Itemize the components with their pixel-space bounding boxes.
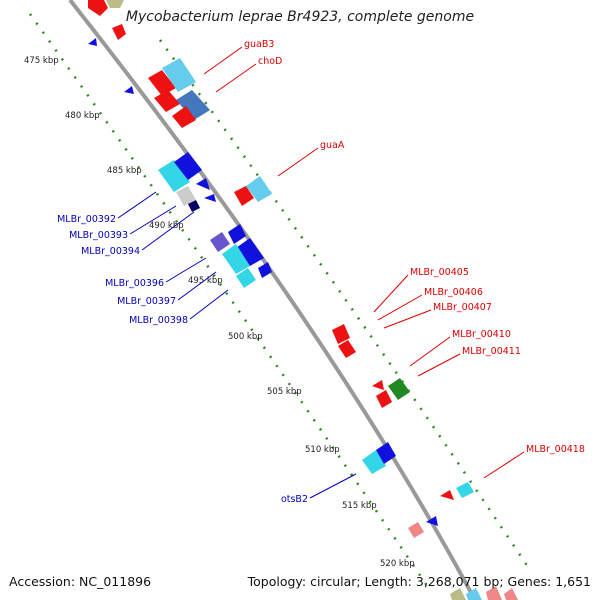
gene-label: MLBr_00396 (105, 278, 164, 289)
leader-line (203, 46, 243, 75)
gene-feature (158, 160, 190, 192)
leader-line (373, 274, 409, 313)
gene-label: MLBr_00394 (81, 246, 140, 257)
tick-label: 475 kbp (24, 56, 59, 66)
leader-line (483, 451, 525, 479)
gene-label: MLBr_00397 (117, 296, 176, 307)
tick-label: 490 kbp (149, 221, 184, 231)
leader-line (277, 147, 319, 177)
label-leader-lines (117, 46, 525, 499)
gene-labels-left: MLBr_00392MLBr_00393MLBr_00394MLBr_00396… (57, 214, 308, 505)
leader-line (409, 336, 451, 367)
gene-feature (372, 380, 384, 390)
gene-labels-right: guaB3 choD guaA MLBr_00405MLBr_00406MLBr_00… (244, 39, 585, 455)
gene-feature (426, 516, 438, 526)
gene-feature (376, 390, 392, 408)
gene-feature (258, 262, 272, 278)
gene-feature (124, 86, 134, 94)
gene-feature (338, 340, 356, 358)
gene-feature (504, 588, 518, 600)
tick-label: 515 kbp (342, 501, 377, 511)
gene-feature (174, 152, 202, 180)
gene-feature (112, 24, 126, 40)
gene-feature (408, 522, 424, 538)
leader-line (177, 271, 217, 301)
gene-feature (188, 200, 200, 212)
gene-feature (162, 58, 196, 92)
gene-label: guaB3 (244, 39, 274, 50)
gene-label: choD (258, 56, 282, 67)
map-title: Mycobacterium leprae Br4923, complete ge… (125, 9, 475, 25)
gene-feature (450, 588, 466, 600)
gene-label: MLBr_00410 (452, 329, 511, 340)
gene-feature (246, 176, 272, 202)
tick-label: 520 kbp (380, 559, 415, 569)
gene-label: MLBr_00418 (526, 444, 585, 455)
leader-line (215, 63, 257, 93)
gene-feature (222, 244, 250, 274)
leader-line (129, 205, 177, 235)
gene-feature (456, 482, 474, 498)
tick-label: 505 kbp (267, 387, 302, 397)
tick-label: 500 kbp (228, 332, 263, 342)
leader-line (117, 191, 157, 219)
gene-label: MLBr_00405 (410, 267, 469, 278)
gene-feature (228, 224, 246, 244)
gene-feature (362, 450, 386, 474)
gene-feature (376, 442, 396, 464)
gene-feature (486, 586, 502, 600)
tick-label: 485 kbp (107, 166, 142, 176)
gene-feature (236, 238, 264, 266)
gene-feature (466, 588, 482, 600)
gene-feature (88, 0, 108, 16)
gene-feature (204, 194, 216, 202)
gene-feature (154, 90, 180, 112)
gene-feature (88, 38, 97, 46)
gene-features (88, 0, 518, 600)
gene-feature (148, 70, 176, 96)
gene-label: MLBr_00406 (424, 287, 483, 298)
gene-feature (176, 186, 196, 206)
genome-summary-text: Topology: circular; Length: 3,268,071 bp… (247, 574, 591, 589)
tick-labels: 475 kbp 480 kbp 485 kbp 490 kbp 495 kbp 500 k… (24, 56, 415, 569)
leader-line (309, 473, 357, 499)
gene-label: MLBr_00411 (462, 346, 521, 357)
tick-label: 480 kbp (65, 111, 100, 121)
leader-line (417, 353, 461, 377)
leader-line (383, 309, 432, 329)
leader-line (377, 294, 423, 321)
leader-line (165, 257, 207, 283)
gene-feature (388, 378, 410, 400)
gene-feature (106, 0, 124, 8)
gene-label: MLBr_00407 (433, 302, 492, 313)
tick-label: 495 kbp (188, 276, 223, 286)
leader-line (189, 289, 229, 320)
gene-feature (332, 324, 350, 344)
tick-label: 510 kbp (305, 445, 340, 455)
accession-text: Accession: NC_011896 (9, 574, 152, 589)
gene-label: MLBr_00392 (57, 214, 116, 225)
gene-feature (176, 90, 210, 120)
gene-label: MLBr_00398 (129, 315, 188, 326)
gene-feature (196, 178, 210, 190)
leader-line (141, 211, 195, 251)
gene-feature (172, 106, 196, 128)
gene-label: guaA (320, 140, 345, 151)
gene-feature (210, 232, 230, 252)
gene-label: MLBr_00393 (69, 230, 128, 241)
gene-feature (236, 268, 256, 288)
gene-label: otsB2 (281, 494, 308, 505)
gene-feature (234, 186, 254, 206)
gene-feature (440, 490, 454, 500)
